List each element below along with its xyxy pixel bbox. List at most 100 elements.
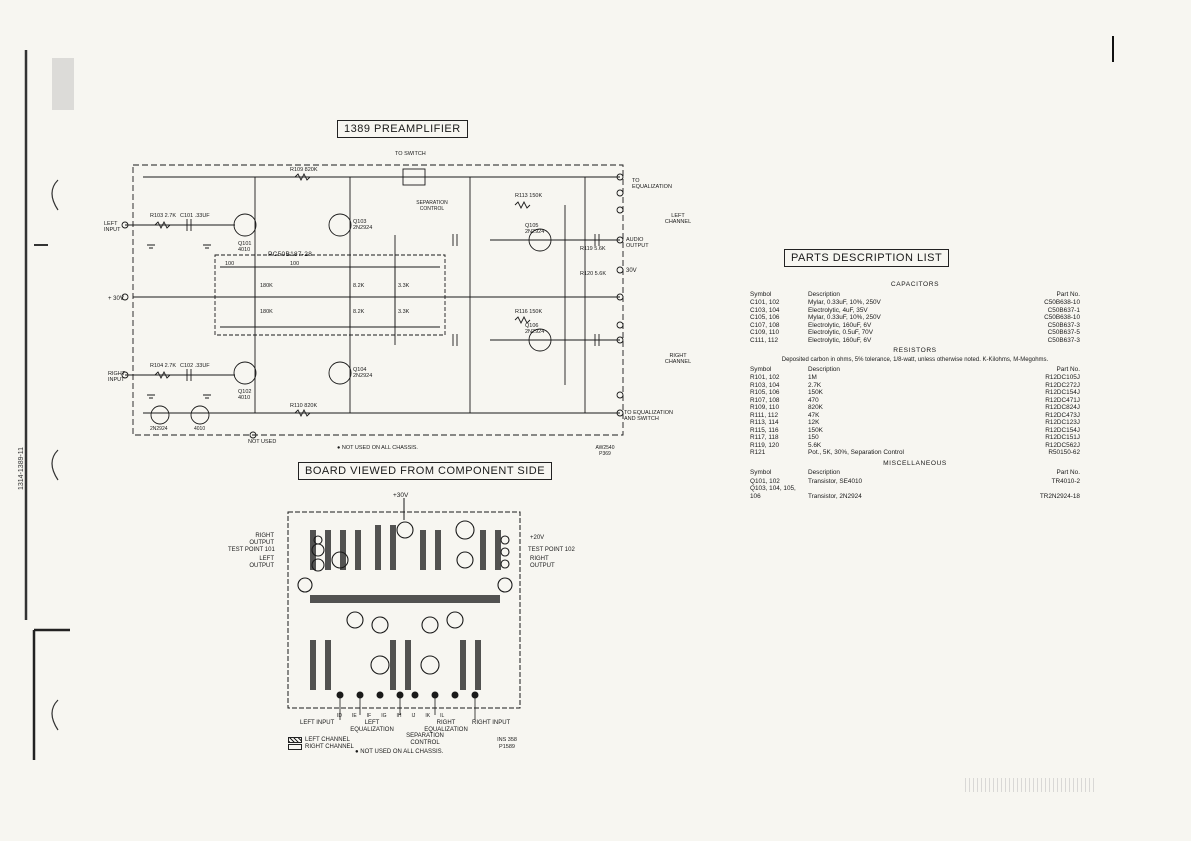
table-header: Symbol Description Part No. <box>750 291 1080 300</box>
svg-text:R119 5.6K: R119 5.6K <box>580 246 606 252</box>
cell-part: R12DC154J <box>1045 389 1080 396</box>
svg-text:R120 5.6K: R120 5.6K <box>580 271 606 277</box>
cell-symbol: R109, 110 <box>750 404 780 411</box>
cell-description: 150K <box>808 426 823 434</box>
resistors-heading: RESISTORS <box>893 347 937 354</box>
svg-text:8.2K: 8.2K <box>353 309 365 315</box>
svg-text:Q105: Q105 <box>525 223 538 229</box>
cell-symbol: C103, 104 <box>750 306 780 314</box>
schematic-note: ● NOT USED ON ALL CHASSIS. <box>337 445 418 451</box>
table-row: R103, 104 2.7K R12DC272J <box>750 382 1080 390</box>
cell-symbol: R107, 108 <box>750 396 780 404</box>
cell-description: Electrolytic, 160uF, 6V <box>808 336 872 344</box>
board-right-input: RIGHT INPUT <box>472 720 511 726</box>
margin-marks <box>24 50 74 760</box>
cell-part: C50B637-3 <box>1047 321 1080 329</box>
legend-swatch-right <box>288 744 302 750</box>
svg-text:4010: 4010 <box>238 395 250 401</box>
cell-description: 2.7K <box>808 381 822 389</box>
pin-label: IH <box>396 713 402 719</box>
cell-symbol: R117, 118 <box>750 434 779 441</box>
board-legend-left: LEFT CHANNEL <box>288 737 350 743</box>
legend-left-label: LEFT CHANNEL <box>305 737 350 743</box>
cell-part: R12DC473J <box>1045 411 1080 419</box>
pin-label: IE <box>352 713 357 719</box>
board-test-point-102: TEST POINT 102 <box>528 547 575 553</box>
pin-legend-4010: 4010 <box>194 426 206 432</box>
board-test-point-101: TEST POINT 101 <box>228 547 275 553</box>
cell-description: Electrolytic, 160uF, 6V <box>808 321 872 329</box>
svg-text:Q106: Q106 <box>525 323 538 329</box>
scan-noise <box>965 778 1095 792</box>
cell-part: TR4010-2 <box>1051 477 1080 485</box>
svg-text:180K: 180K <box>260 309 273 315</box>
board-drawing-no: INS 358 P1589 <box>497 737 517 750</box>
schematic-not-used: NOT USED <box>248 439 277 445</box>
cell-part: TR2N2924-18 <box>1039 492 1080 500</box>
svg-text:R116 150K: R116 150K <box>515 309 542 315</box>
pin-label: ID <box>337 713 342 719</box>
col-part: Part No. <box>1056 469 1080 476</box>
board-title: BOARD VIEWED FROM COMPONENT SIDE <box>298 462 553 480</box>
col-part: Part No. <box>1056 290 1080 298</box>
cell-part: C50B637-5 <box>1047 329 1080 336</box>
cell-description: 470 <box>808 396 819 404</box>
pin-label: IJ <box>411 713 416 719</box>
schematic-audio-output: AUDIO OUTPUT <box>626 237 649 249</box>
schematic-30v: 30V <box>626 268 637 274</box>
cell-part: R50150-62 <box>1048 449 1080 456</box>
board-right-output: RIGHT OUTPUT <box>249 533 274 546</box>
svg-text:3.3K: 3.3K <box>398 309 410 315</box>
svg-text:2N2924: 2N2924 <box>353 373 372 379</box>
cell-symbol: R103, 104 <box>750 381 780 389</box>
schematic-ic-label: PC50B187-28 <box>268 251 313 258</box>
board-right-output-r: RIGHT OUTPUT <box>530 556 555 569</box>
cell-part: R12DC123J <box>1045 419 1080 426</box>
legend-swatch-left <box>288 737 302 743</box>
cell-description: Electrolytic, 0.5uF, 70V <box>808 329 874 336</box>
page-mark <box>1112 36 1114 62</box>
col-part: Part No. <box>1056 365 1080 373</box>
col-description: Description <box>808 290 840 298</box>
cell-description: Mylar, 0.33uF, 10%, 250V <box>808 314 881 321</box>
cell-part: R12DC562J <box>1045 441 1080 449</box>
svg-text:100: 100 <box>225 261 234 267</box>
cell-symbol: R105, 106 <box>750 389 780 396</box>
schematic-to-equalization: TO EQUALIZATION <box>632 178 672 190</box>
col-description: Description <box>808 469 840 476</box>
board-legend-right: RIGHT CHANNEL <box>288 744 354 750</box>
cell-description: 1M <box>808 374 817 381</box>
schematic-right-channel: RIGHT CHANNEL <box>664 353 692 365</box>
col-symbol: Symbol <box>750 290 772 298</box>
board-diagram <box>287 498 521 720</box>
pin-label: IL <box>440 713 445 719</box>
board-plus20v: +20V <box>530 535 545 541</box>
board-left-equalization: LEFT EQUALIZATION <box>350 720 394 733</box>
svg-text:R104 2.7K: R104 2.7K <box>150 363 176 369</box>
board-note: ● NOT USED ON ALL CHASSIS. <box>355 749 444 755</box>
misc-heading: MISCELLANEOUS <box>883 459 947 467</box>
svg-text:R109 820K: R109 820K <box>290 167 318 173</box>
cell-symbol: Q101, 102 <box>750 477 780 485</box>
cell-symbol: R113, 114 <box>750 419 779 426</box>
schematic-drawing-no: AW2540 P369 <box>595 445 615 457</box>
svg-text:R110 820K: R110 820K <box>290 403 317 409</box>
cell-part: R12DC272J <box>1045 381 1080 389</box>
svg-text:4010: 4010 <box>238 247 250 253</box>
